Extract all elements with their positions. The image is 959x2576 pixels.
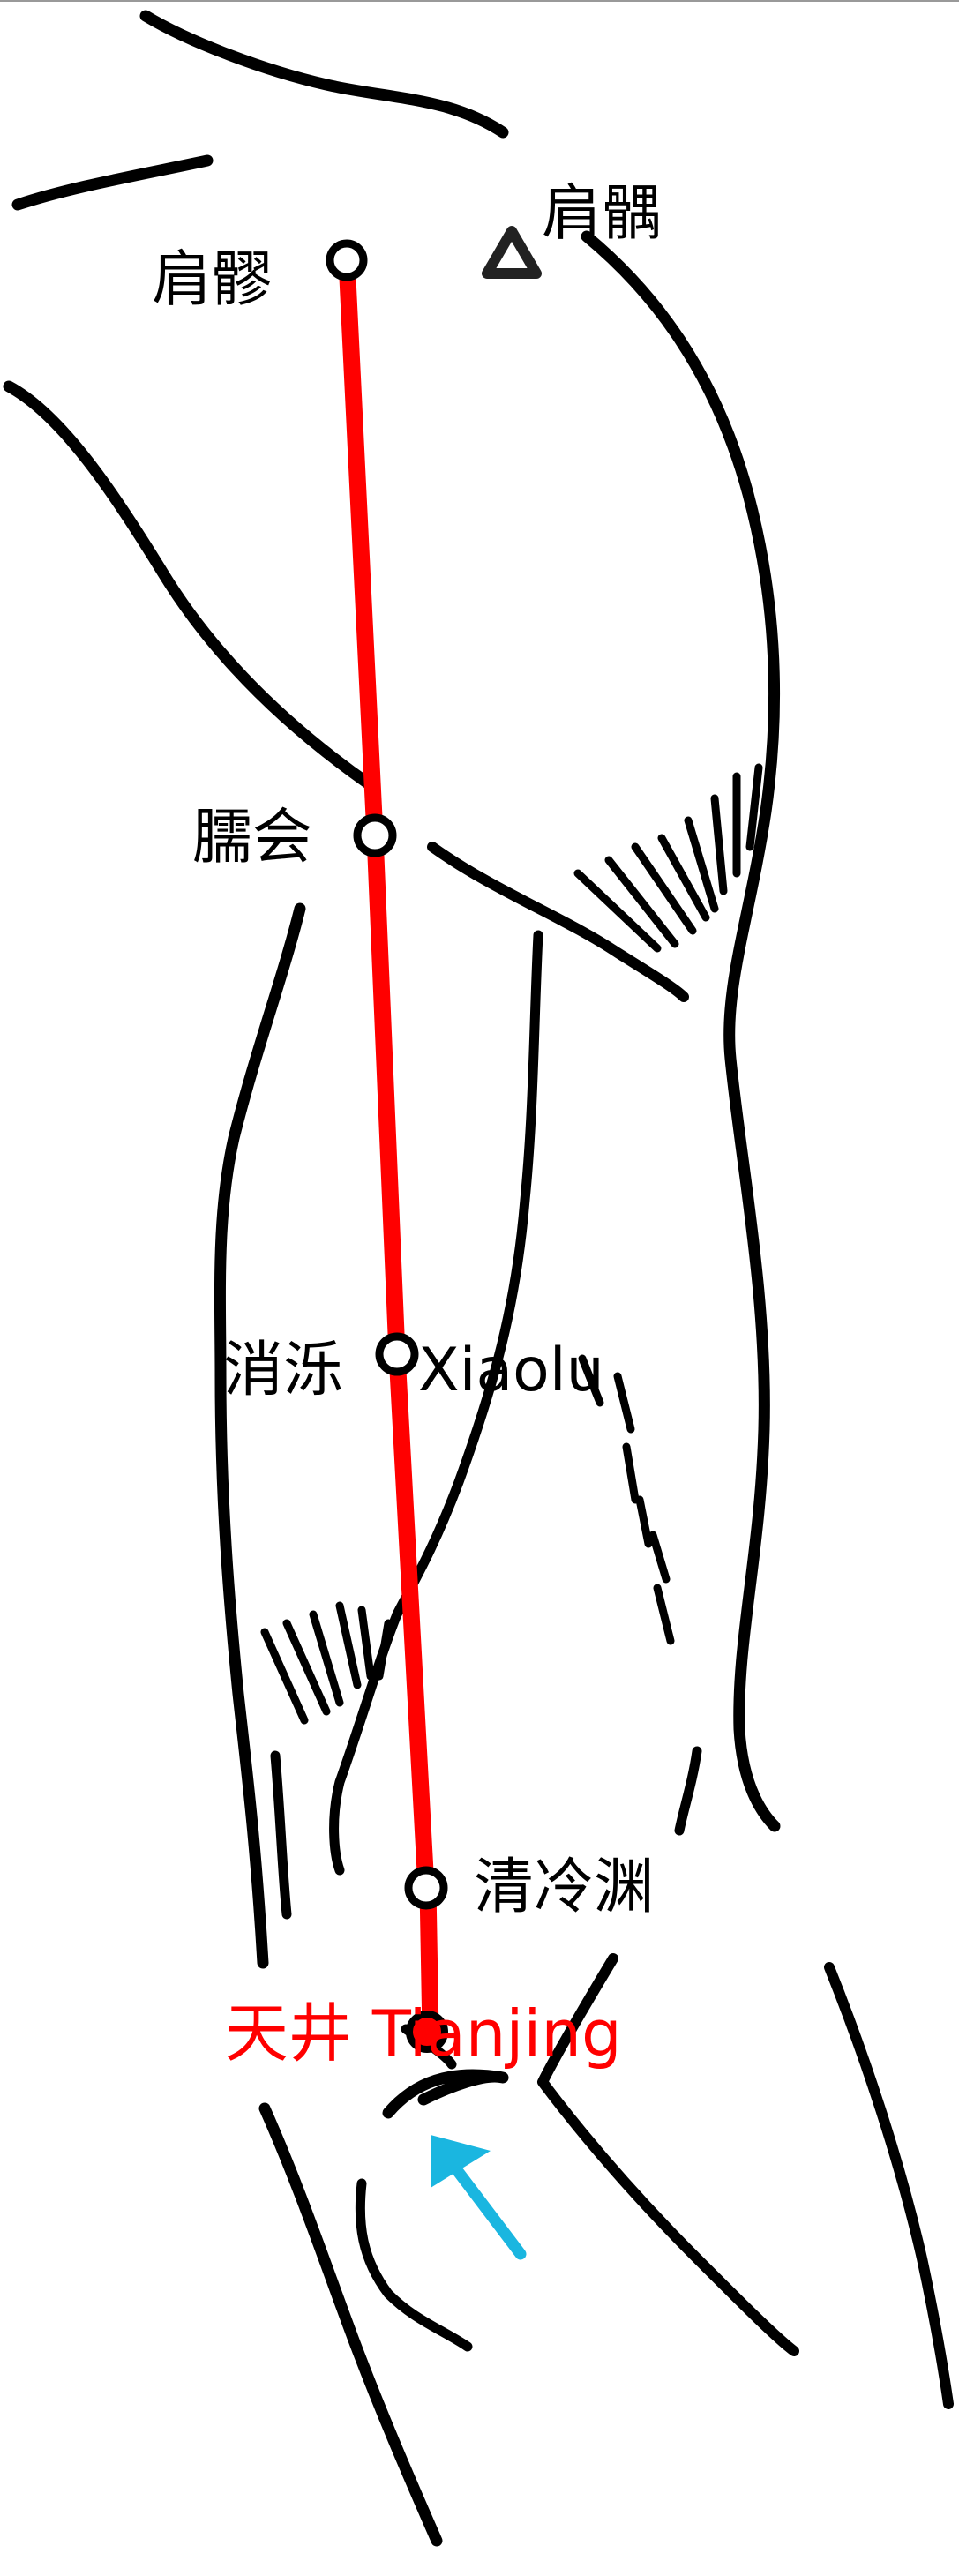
forearm-inner-stroke <box>355 2178 473 2352</box>
meridian-line <box>338 251 439 2034</box>
posterior-arm-outline <box>581 230 781 1832</box>
point-labels: 肩髎 肩髃 臑会 消泺 Xiaolu 清冷渊 天井 Tianjing <box>152 179 662 2071</box>
naohui-point-icon <box>353 813 397 857</box>
biceps-inner-outline <box>392 930 543 1620</box>
triceps-hatching <box>578 1354 675 1645</box>
tianjing-target-icon <box>406 2011 448 2053</box>
jianyu-triangle-icon <box>482 226 542 279</box>
xiaoluo-point-icon <box>375 1332 419 1376</box>
anterior-arm-outline <box>214 902 306 1969</box>
label-jianliao: 肩髎 <box>152 245 272 315</box>
arm-outline <box>3 10 954 2547</box>
deltoid-hatching <box>573 763 763 953</box>
forearm-left-stroke <box>270 1750 292 1920</box>
deltoid-lower-outline <box>427 842 689 1002</box>
elbow-inner-outline <box>329 1609 402 1876</box>
forearm-upper-outline <box>537 1953 799 2356</box>
upper-left-stroke <box>11 154 214 211</box>
olecranon-outline <box>382 2069 509 2119</box>
label-jianyu: 肩髃 <box>542 179 662 249</box>
elbow-right-stroke <box>674 1746 702 1836</box>
pointer-arrow-icon <box>431 2135 527 2260</box>
label-xiaoluo-cn: 消泺 <box>223 1336 343 1405</box>
acupoint-markers <box>326 226 542 2053</box>
label-xiaoluo-en: Xiaolu <box>418 1336 604 1405</box>
forearm-lower-outline <box>258 2102 443 2547</box>
chest-curve-outline <box>3 380 377 791</box>
label-naohui: 臑会 <box>192 803 312 872</box>
forearm-far-right-outline <box>824 1962 954 2409</box>
label-tianjing: 天井 Tianjing <box>225 1996 622 2071</box>
label-qinglengyuan: 清冷渊 <box>474 1853 654 1922</box>
qinglengyuan-point-icon <box>404 1866 448 1910</box>
jianliao-point-icon <box>326 239 368 281</box>
shoulder-top-outline <box>139 10 509 139</box>
